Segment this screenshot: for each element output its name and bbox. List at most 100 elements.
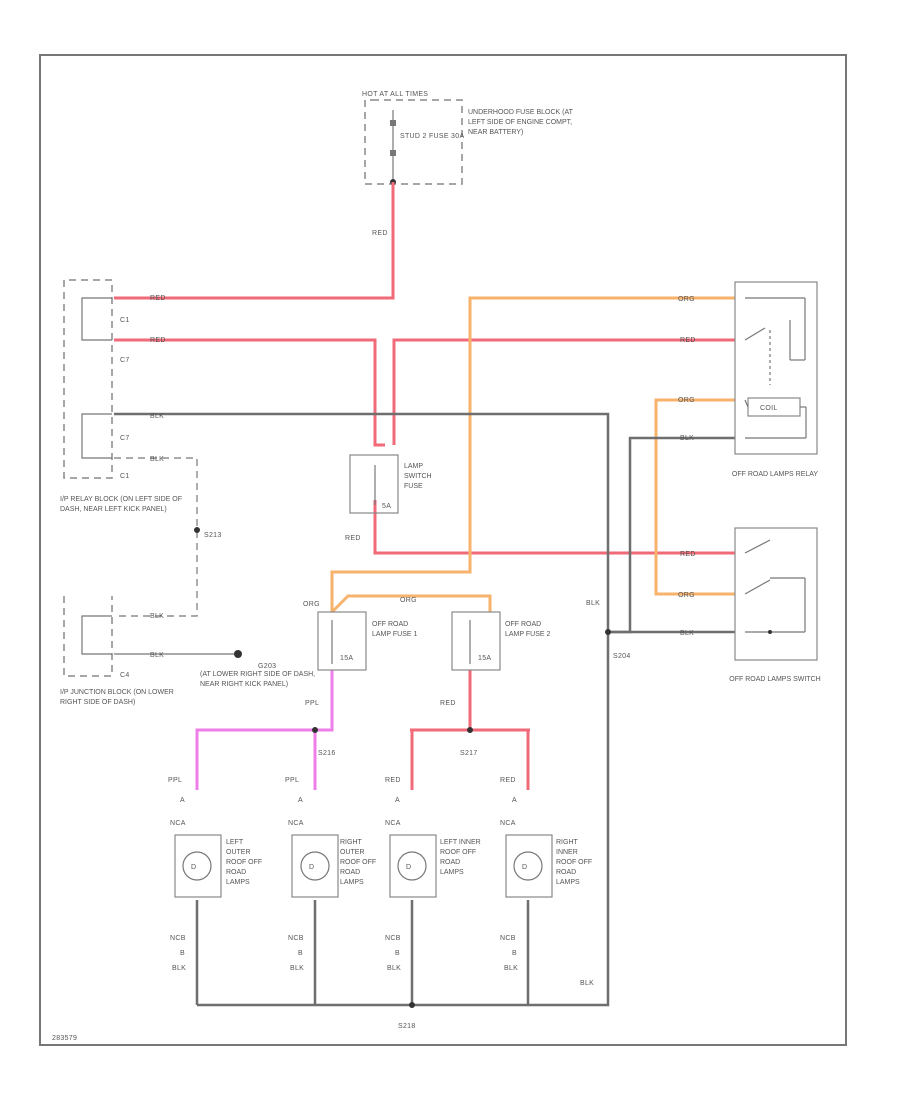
lamp-3-pin-ncb: NCB: [385, 935, 401, 942]
lamp-4-pin-ncb: NCB: [500, 935, 516, 942]
wire-label-org-5: ORG: [400, 597, 417, 604]
underhood-fuse-block: HOT AT ALL TIMES STUD 2 FUSE 30A UNDERHO…: [362, 91, 573, 185]
wire-label-red-2: RED: [150, 295, 166, 302]
splice-s218: [409, 1002, 415, 1008]
orange-wires: ORG ORG ORG ORG ORG: [303, 296, 735, 614]
wire-label-blk-1: BLK: [150, 413, 164, 420]
splice-s217-label: S217: [460, 750, 478, 757]
wire-label-red-7: RED: [385, 777, 401, 784]
relay-block-pin-c1: C1: [120, 317, 130, 324]
splice-s204-label: S204: [613, 653, 631, 660]
wire-label-org-1: ORG: [678, 296, 695, 303]
purple-wires: PPL PPL PPL: [168, 670, 334, 790]
lamp-4-label: RIGHT INNER ROOF OFF ROAD LAMPS: [556, 839, 593, 886]
lamp-switch-fuse: 5A LAMP SWITCH FUSE: [349, 454, 432, 514]
diagram-id: 283579: [52, 1035, 77, 1042]
lamp-1-pin-b: B: [180, 950, 185, 957]
junction-block-pin-c4: C4: [120, 672, 130, 679]
off-road-fuse-1-label: OFF ROAD LAMP FUSE 1: [372, 621, 418, 638]
splice-s216-label: S216: [318, 750, 336, 757]
ip-relay-block: C1 C7 C7 C1 I/P RELAY BLOCK (ON LEFT SID…: [60, 279, 183, 513]
lamp-1-pin-a: A: [180, 797, 185, 804]
bulb-icon: D: [406, 864, 411, 871]
lamp-3-wire-blk: BLK: [387, 965, 401, 972]
lamp-3-pin-b: B: [395, 950, 400, 957]
off-road-lamps-relay-label: OFF ROAD LAMPS RELAY: [731, 471, 819, 478]
off-road-lamps-switch: OFF ROAD LAMPS SWITCH: [729, 527, 821, 683]
lamp-1-pin-ncb: NCB: [170, 935, 186, 942]
bulb-icon: D: [191, 864, 196, 871]
lamp-2-label: RIGHT OUTER ROOF OFF ROAD LAMPS: [340, 839, 377, 886]
relay-coil-label: COIL: [760, 405, 778, 412]
wire-label-org-2: ORG: [678, 397, 695, 404]
lamp-1-wire-blk: BLK: [172, 965, 186, 972]
wire-label-red-8: RED: [500, 777, 516, 784]
lamp-4-pin-nca: NCA: [500, 820, 516, 827]
wire-label-blk-5: BLK: [680, 435, 694, 442]
wire-label-red-4: RED: [680, 337, 696, 344]
ground-g203: G203 (AT LOWER RIGHT SIDE OF DASH, NEAR …: [200, 650, 316, 688]
wire-label-blk-2: BLK: [150, 456, 164, 463]
lamp-2-wire-blk: BLK: [290, 965, 304, 972]
off-road-lamps-switch-label: OFF ROAD LAMPS SWITCH: [729, 676, 821, 683]
wire-label-blk-8: BLK: [580, 980, 594, 987]
off-road-lamp-fuse-2: 15A OFF ROAD LAMP FUSE 2: [451, 611, 551, 671]
splice-s204: [605, 629, 611, 635]
lamp-1-label: LEFT OUTER ROOF OFF ROAD LAMPS: [226, 839, 263, 886]
splice-s217: [467, 727, 473, 733]
bulb-icon: D: [522, 864, 527, 871]
lamp-switch-fuse-rating: 5A: [382, 503, 391, 510]
lamp-2-pin-nca: NCA: [288, 820, 304, 827]
wire-label-org-3: ORG: [678, 592, 695, 599]
ip-relay-block-location: I/P RELAY BLOCK (ON LEFT SIDE OF DASH, N…: [60, 496, 183, 513]
lamp-4-pin-b: B: [512, 950, 517, 957]
lamp-4-pin-a: A: [512, 797, 517, 804]
black-wires: BLK BLK BLK BLK BLK BLK BLK BLK: [114, 412, 735, 1007]
lamp-right-outer: A NCA D RIGHT OUTER ROOF OFF ROAD LAMPS …: [288, 797, 377, 972]
lamp-2-pin-b: B: [298, 950, 303, 957]
wire-label-ppl-1: PPL: [305, 700, 319, 707]
ip-junction-block: C4 I/P JUNCTION BLOCK (ON LOWER RIGHT SI…: [60, 596, 174, 706]
lamp-left-inner: A NCA D LEFT INNER ROOF OFF ROAD LAMPS N…: [385, 797, 481, 972]
off-road-fuse-1-rating: 15A: [340, 655, 353, 662]
lamp-left-outer: A NCA D LEFT OUTER ROOF OFF ROAD LAMPS N…: [170, 797, 263, 972]
wire-label-org-4: ORG: [303, 601, 320, 608]
lamp-switch-fuse-label: LAMP SWITCH FUSE: [404, 463, 432, 490]
off-road-fuse-2-label: OFF ROAD LAMP FUSE 2: [505, 621, 551, 638]
wire-label-ppl-3: PPL: [285, 777, 299, 784]
lamp-right-inner: A NCA D RIGHT INNER ROOF OFF ROAD LAMPS …: [500, 797, 593, 972]
wire-label-ppl-2: PPL: [168, 777, 182, 784]
off-road-lamp-fuse-1: 15A OFF ROAD LAMP FUSE 1: [317, 611, 418, 671]
splice-s213: [194, 527, 200, 533]
hot-at-all-times-label: HOT AT ALL TIMES: [362, 91, 428, 98]
relay-block-pin-c7a: C7: [120, 357, 130, 364]
wire-label-blk-3: BLK: [150, 613, 164, 620]
splice-s213-label: S213: [204, 532, 222, 539]
lamp-3-pin-nca: NCA: [385, 820, 401, 827]
underhood-fuse-block-location: UNDERHOOD FUSE BLOCK (AT LEFT SIDE OF EN…: [468, 109, 573, 136]
lamp-1-pin-nca: NCA: [170, 820, 186, 827]
ground-g203-label: G203: [258, 663, 276, 670]
ip-junction-block-location: I/P JUNCTION BLOCK (ON LOWER RIGHT SIDE …: [60, 689, 174, 706]
bulb-icon: D: [309, 864, 314, 871]
lamp-4-wire-blk: BLK: [504, 965, 518, 972]
lamp-2-pin-ncb: NCB: [288, 935, 304, 942]
splice-s216: [312, 727, 318, 733]
off-road-lamps-relay: COIL OFF ROAD LAMPS RELAY: [731, 281, 819, 478]
wire-label-red-3: RED: [150, 337, 166, 344]
relay-block-pin-c7b: C7: [120, 435, 130, 442]
diagram-frame: [39, 54, 847, 1046]
wire-label-blk-6: BLK: [680, 630, 694, 637]
wire-label-red-1: RED: [372, 230, 388, 237]
ground-g203-location: (AT LOWER RIGHT SIDE OF DASH, NEAR RIGHT…: [200, 671, 316, 688]
lamp-3-pin-a: A: [395, 797, 400, 804]
stud-2-fuse-label: STUD 2 FUSE 30A: [400, 133, 464, 140]
relay-block-pin-c1b: C1: [120, 473, 130, 480]
wire-label-red-5: RED: [680, 551, 696, 558]
wire-label-red-lamp-switch: RED: [345, 535, 361, 542]
wire-label-red-6: RED: [440, 700, 456, 707]
off-road-fuse-2-rating: 15A: [478, 655, 491, 662]
lamp-3-label: LEFT INNER ROOF OFF ROAD LAMPS: [440, 839, 481, 876]
wire-label-blk-7: BLK: [586, 600, 600, 607]
